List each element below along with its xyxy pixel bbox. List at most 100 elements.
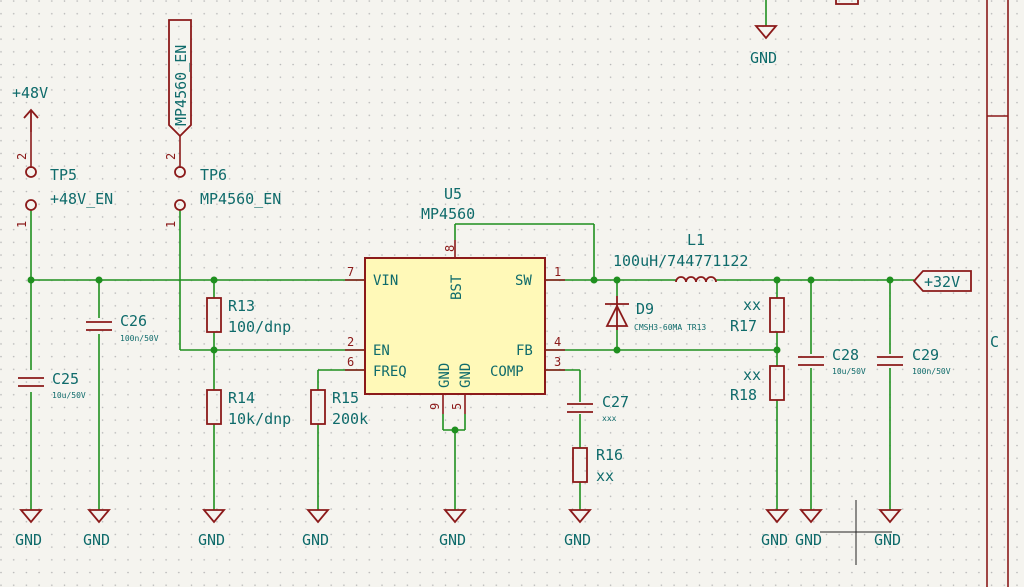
svg-text:6: 6 bbox=[347, 355, 354, 369]
power-48v-symbol: +48V bbox=[12, 84, 48, 132]
svg-text:R17: R17 bbox=[730, 317, 757, 335]
resistor-r17: xx R17 bbox=[730, 296, 785, 335]
svg-text:GND: GND bbox=[302, 531, 329, 549]
wires bbox=[30, 210, 914, 510]
svg-text:GND: GND bbox=[795, 531, 822, 549]
svg-text:C27: C27 bbox=[602, 393, 629, 411]
svg-text:xx: xx bbox=[743, 296, 761, 314]
svg-text:GND: GND bbox=[458, 363, 474, 388]
frame-zone-label: C bbox=[990, 333, 999, 351]
ic-ref: U5 bbox=[444, 185, 462, 203]
svg-text:GND: GND bbox=[198, 531, 225, 549]
svg-text:SW: SW bbox=[515, 273, 532, 289]
gnd-symbol: GND bbox=[795, 509, 823, 549]
svg-text:C25: C25 bbox=[52, 370, 79, 388]
svg-text:GND: GND bbox=[439, 531, 466, 549]
svg-text:1: 1 bbox=[164, 221, 178, 228]
cursor-crosshair bbox=[820, 500, 892, 565]
svg-text:FREQ: FREQ bbox=[373, 364, 407, 380]
svg-text:FB: FB bbox=[516, 343, 533, 359]
resistor-r18: xx R18 bbox=[730, 365, 785, 404]
svg-text:L1: L1 bbox=[687, 231, 705, 249]
svg-text:xx: xx bbox=[743, 366, 761, 384]
testpoint-tp5: 2 1 TP5 +48V_EN bbox=[15, 132, 113, 228]
svg-text:MP4560_EN: MP4560_EN bbox=[172, 45, 190, 126]
svg-text:MP4560_EN: MP4560_EN bbox=[200, 190, 281, 208]
svg-text:EN: EN bbox=[373, 343, 390, 359]
svg-text:xxx: xxx bbox=[602, 414, 617, 423]
svg-text:GND: GND bbox=[15, 531, 42, 549]
svg-text:10u/50V: 10u/50V bbox=[832, 367, 866, 376]
svg-text:100n/50V: 100n/50V bbox=[912, 367, 951, 376]
ic-u5: U5 MP4560 7 2 6 1 4 3 8 9 5 VIN EN FREQ … bbox=[345, 185, 565, 414]
svg-text:9: 9 bbox=[428, 403, 442, 410]
en-global-label: MP4560_EN bbox=[168, 19, 192, 168]
gnd-symbol: GND bbox=[83, 509, 111, 549]
svg-text:+32V: +32V bbox=[924, 273, 960, 291]
svg-text:GND: GND bbox=[437, 363, 453, 388]
top-component-fragment bbox=[835, 0, 859, 5]
gnd-symbol: GND bbox=[439, 509, 467, 549]
gnd-symbol: GND bbox=[874, 509, 902, 549]
svg-text:3: 3 bbox=[554, 355, 561, 369]
gnd-symbols: GND GND GND GND GND GND GND GND GND bbox=[15, 509, 902, 549]
svg-text:GND: GND bbox=[761, 531, 788, 549]
resistor-r13: R13 100/dnp bbox=[206, 297, 291, 336]
svg-text:R15: R15 bbox=[332, 389, 359, 407]
gnd-symbol: GND bbox=[564, 509, 592, 549]
svg-text:GND: GND bbox=[564, 531, 591, 549]
capacitor-c25: C25 10u/50V bbox=[18, 370, 86, 400]
svg-text:8: 8 bbox=[443, 245, 457, 252]
testpoint-tp6: 2 1 TP6 MP4560_EN bbox=[164, 153, 281, 228]
svg-text:100uH/744771122: 100uH/744771122 bbox=[613, 252, 748, 270]
capacitor-c27: C27 xxx bbox=[567, 393, 629, 423]
svg-text:R18: R18 bbox=[730, 386, 757, 404]
junctions bbox=[27, 276, 894, 434]
sheet-frame: C bbox=[986, 0, 1009, 587]
svg-text:+48V: +48V bbox=[12, 84, 48, 102]
gnd-symbol: GND bbox=[761, 509, 789, 549]
power-32v-label: +32V bbox=[912, 270, 972, 292]
capacitor-c28: C28 10u/50V bbox=[798, 346, 866, 376]
svg-text:7: 7 bbox=[347, 265, 354, 279]
svg-text:100/dnp: 100/dnp bbox=[228, 318, 291, 336]
top-gnd-fragment: GND bbox=[750, 0, 778, 67]
gnd-symbol: GND bbox=[302, 509, 330, 549]
svg-text:VIN: VIN bbox=[373, 273, 398, 289]
inductor-l1: L1 100uH/744771122 bbox=[613, 231, 748, 283]
svg-text:R13: R13 bbox=[228, 297, 255, 315]
svg-text:GND: GND bbox=[874, 531, 901, 549]
svg-text:C28: C28 bbox=[832, 346, 859, 364]
svg-text:2: 2 bbox=[164, 153, 178, 160]
svg-text:TP6: TP6 bbox=[200, 166, 227, 184]
svg-text:xx: xx bbox=[596, 467, 614, 485]
svg-text:R16: R16 bbox=[596, 446, 623, 464]
svg-text:R14: R14 bbox=[228, 389, 255, 407]
svg-text:BST: BST bbox=[449, 274, 465, 300]
svg-text:CMSH3-60MA TR13: CMSH3-60MA TR13 bbox=[634, 323, 706, 332]
svg-text:C26: C26 bbox=[120, 312, 147, 330]
svg-text:+48V_EN: +48V_EN bbox=[50, 190, 113, 208]
svg-text:D9: D9 bbox=[636, 300, 654, 318]
svg-text:GND: GND bbox=[750, 49, 777, 67]
resistor-r16: R16 xx bbox=[572, 446, 623, 485]
capacitor-c29: C29 100n/50V bbox=[877, 346, 951, 376]
svg-text:C29: C29 bbox=[912, 346, 939, 364]
svg-text:COMP: COMP bbox=[490, 364, 524, 380]
svg-text:1: 1 bbox=[554, 265, 561, 279]
gnd-symbol: GND bbox=[15, 509, 43, 549]
resistor-r15: R15 200k bbox=[310, 389, 368, 428]
svg-text:TP5: TP5 bbox=[50, 166, 77, 184]
svg-text:1: 1 bbox=[15, 221, 29, 228]
resistor-r14: R14 10k/dnp bbox=[206, 389, 291, 428]
svg-text:2: 2 bbox=[347, 335, 354, 349]
diode-d9: D9 CMSH3-60MA TR13 bbox=[605, 296, 706, 332]
svg-text:2: 2 bbox=[15, 153, 29, 160]
gnd-symbol: GND bbox=[198, 509, 226, 549]
svg-text:10u/50V: 10u/50V bbox=[52, 391, 86, 400]
ic-value: MP4560 bbox=[421, 205, 475, 223]
capacitor-c26: C26 100n/50V bbox=[86, 312, 159, 343]
svg-text:10k/dnp: 10k/dnp bbox=[228, 410, 291, 428]
svg-text:GND: GND bbox=[83, 531, 110, 549]
